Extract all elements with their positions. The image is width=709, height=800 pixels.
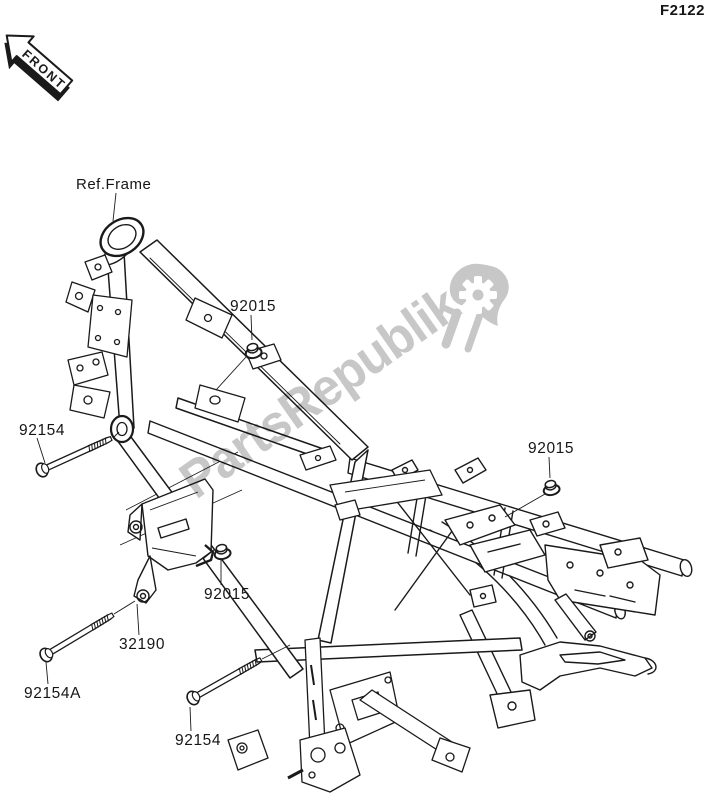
bottom-brackets <box>227 637 471 793</box>
gear-icon <box>459 276 497 314</box>
bolt-92154a <box>39 612 115 663</box>
leader-lines <box>36 192 551 732</box>
bolt-92154-upper <box>35 435 113 478</box>
nut-92015-3 <box>213 543 232 561</box>
part-label-32190: 32190 <box>119 636 166 653</box>
front-arrow-icon: FRONT <box>4 34 74 102</box>
part-32190-plate <box>127 478 215 604</box>
part-label-92154-1: 92154 <box>19 422 66 439</box>
part-label-92154-2: 92154 <box>175 732 222 749</box>
part-label-92015-3: 92015 <box>204 586 251 603</box>
head-tube <box>99 216 145 266</box>
part-label-92154a: 92154A <box>24 685 82 702</box>
nut-92015-2 <box>542 479 561 497</box>
flag-gear-logo-icon <box>441 263 509 353</box>
bolt-92154-lower <box>186 657 263 706</box>
nut-92015-1 <box>244 342 263 360</box>
part-label-92015-1: 92015 <box>230 298 277 315</box>
page-code: F2122 <box>659 2 705 19</box>
front-brackets <box>65 254 443 521</box>
rear-subframe <box>147 420 693 729</box>
part-label-92015-2: 92015 <box>528 440 575 457</box>
ref-frame-label: Ref.Frame <box>76 176 152 193</box>
